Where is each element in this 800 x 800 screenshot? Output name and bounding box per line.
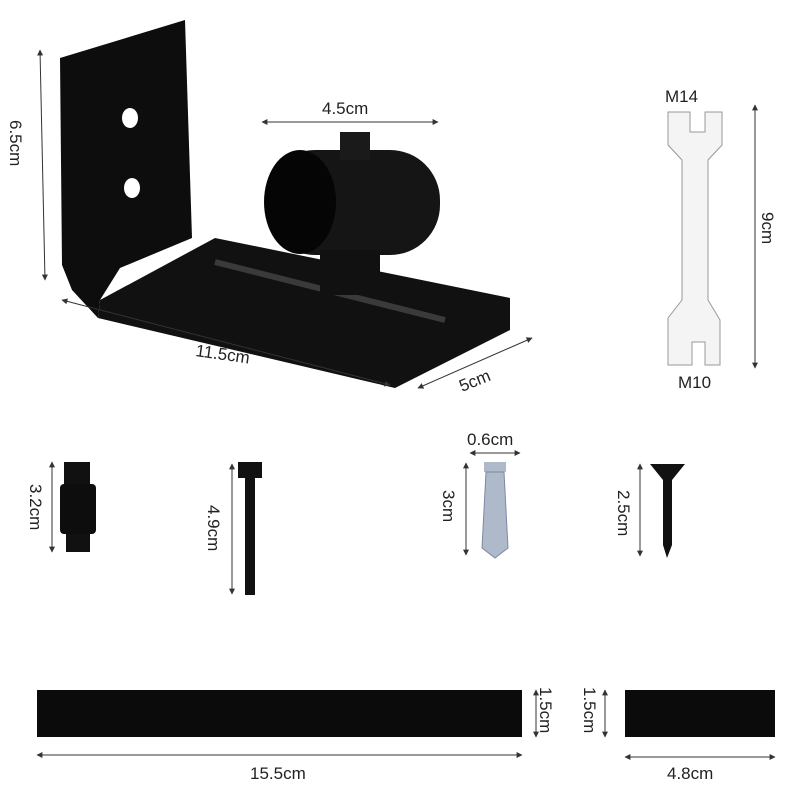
wheel-bolt (340, 132, 370, 160)
long-strip-length-label: 15.5cm (250, 764, 306, 783)
wheel-width-label: 4.5cm (322, 99, 368, 118)
felt-strip-short (625, 690, 775, 737)
bracket-width-label: 5cm (456, 366, 493, 396)
short-strip-length-label: 4.8cm (667, 764, 713, 783)
wrench (667, 111, 723, 366)
screw-length-label: 2.5cm (614, 490, 633, 536)
felt-strip-long (37, 690, 522, 737)
wrench-top-label: M14 (665, 87, 698, 106)
wood-screw (650, 464, 685, 558)
wall-anchor (481, 462, 509, 559)
spacer-nut (60, 462, 96, 552)
bolt-length-label: 4.9cm (204, 505, 223, 551)
wrench-length-label: 9cm (758, 212, 777, 244)
spacer-length-label: 3.2cm (26, 484, 45, 530)
short-strip-height-label: 1.5cm (580, 687, 599, 733)
wrench-bottom-label: M10 (678, 373, 711, 392)
mount-hole (122, 108, 138, 128)
bracket-height-label: 6.5cm (6, 120, 25, 166)
long-strip-height-label: 1.5cm (536, 687, 555, 733)
mount-hole (124, 178, 140, 198)
anchor-width-label: 0.6cm (467, 430, 513, 449)
anchor-length-label: 3cm (439, 490, 458, 522)
floor-guide-bracket (60, 20, 510, 388)
bolt (238, 462, 262, 595)
